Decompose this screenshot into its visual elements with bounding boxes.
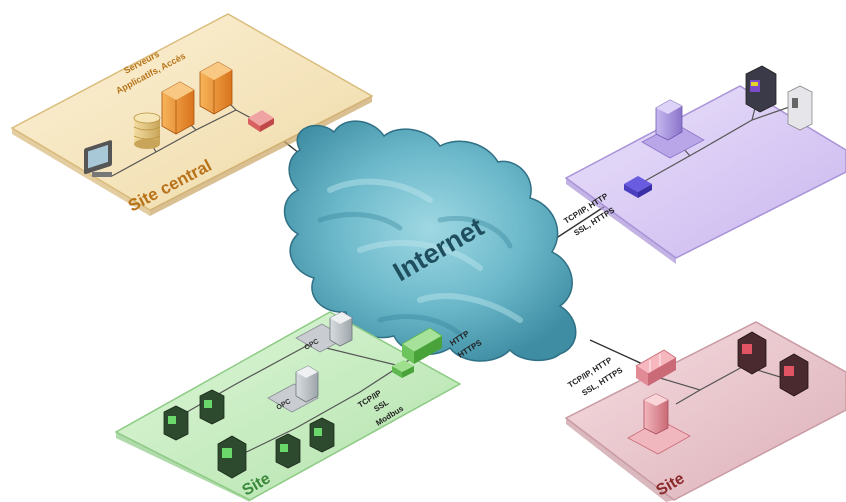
opc-server-1-icon [295, 311, 353, 353]
site-purple: TCP/IP, HTTP SSL, HTTPS [562, 65, 846, 264]
purple-router-icon [624, 176, 652, 198]
red-terminal-icon [779, 353, 809, 397]
database-icon [133, 112, 161, 149]
terminal-icon [217, 435, 247, 479]
site-green: OPC OPC [114, 311, 484, 502]
red-terminal-icon [737, 331, 767, 375]
red-firewall-icon [635, 349, 677, 386]
terminal-icon [275, 433, 301, 469]
application-server-icon [161, 81, 195, 135]
central-router-icon [248, 110, 274, 132]
controller-device-icon [787, 85, 813, 131]
cloud-shape [283, 120, 577, 362]
internet-cloud: Internet [283, 120, 577, 362]
terminal-icon [309, 417, 335, 453]
site-red: TCP/IP, HTTP SSL, HTTPS Site [564, 321, 846, 502]
terminal-icon [163, 405, 189, 441]
workstation-icon [84, 140, 112, 177]
terminal-icon [199, 389, 225, 425]
green-terminal-icons [163, 389, 335, 479]
green-firewall-icon [401, 327, 443, 364]
site-purple-panel [564, 85, 846, 259]
terminal-icon [745, 65, 777, 113]
red-server-icon [627, 393, 691, 455]
access-server-icon [199, 61, 233, 115]
purple-server-icon [641, 99, 705, 159]
opc-server-2-icon [267, 365, 319, 413]
green-router-icon [392, 360, 414, 378]
